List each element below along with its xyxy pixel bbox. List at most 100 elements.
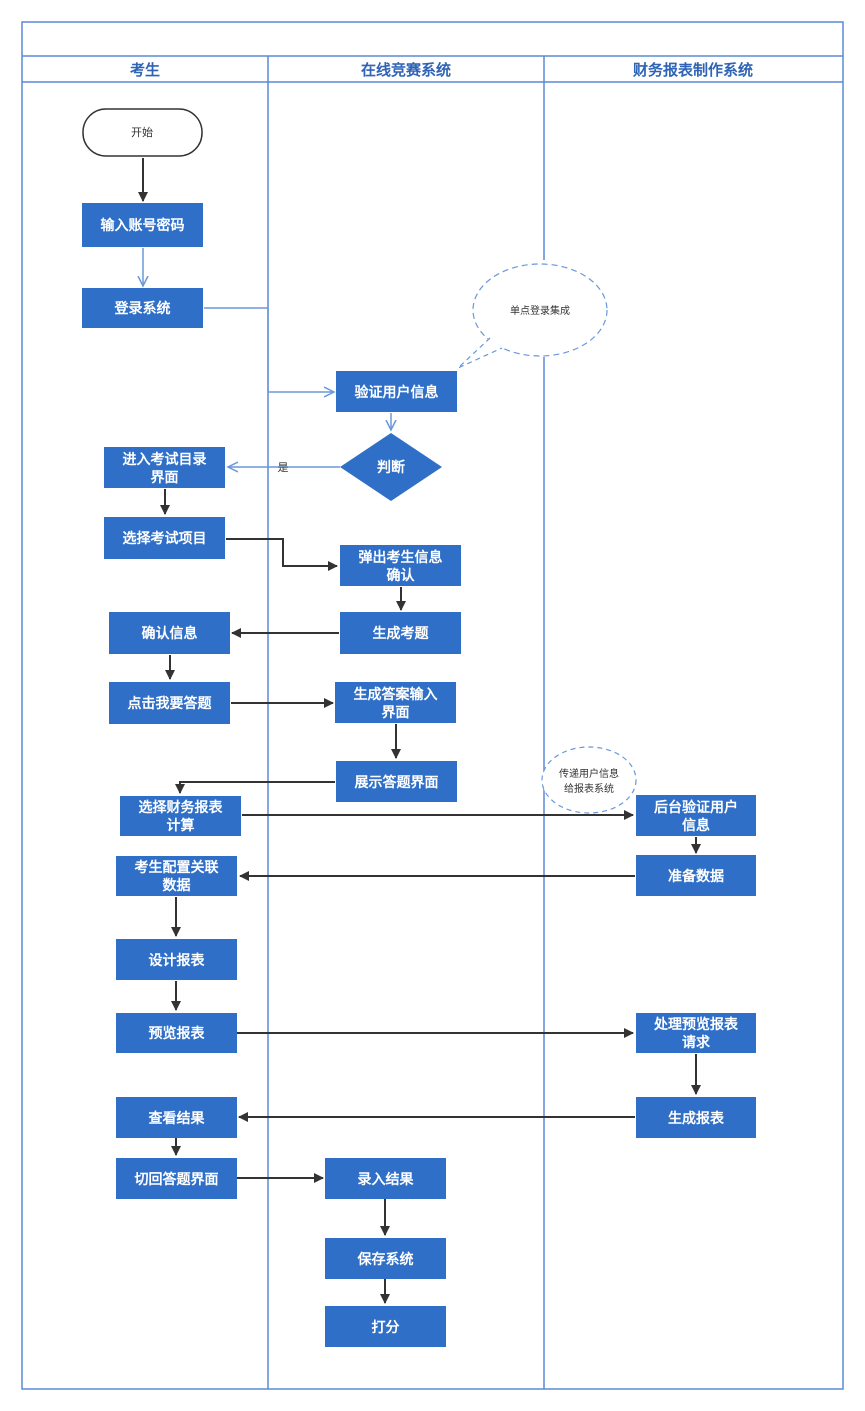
process-box (340, 612, 461, 654)
node-label: 点击我要答题 (128, 695, 213, 712)
node-label-line2: 请求 (682, 1034, 711, 1051)
node-label-line2: 信息 (682, 817, 710, 834)
node-decision: 判断 (340, 433, 442, 501)
node-label-line2: 界面 (151, 470, 179, 486)
node-popup-info: 弹出考生信息 确认 (340, 545, 461, 586)
edge-select-to-popup (226, 538, 338, 571)
process-box (116, 1013, 237, 1053)
node-label-line1: 生成答案输入 (354, 686, 438, 703)
process-box (104, 447, 225, 488)
process-box (116, 1097, 237, 1138)
lane-title-candidate: 考生 (130, 61, 160, 79)
node-label-line2: 计算 (167, 817, 195, 834)
lane-title-finance-system: 财务报表制作系统 (633, 61, 753, 79)
node-label-line2: 确认 (387, 567, 416, 584)
edge-label-yes: 是 (278, 461, 289, 474)
node-label-line1: 选择财务报表 (139, 799, 224, 816)
node-label-line2: 界面 (382, 705, 410, 721)
node-design-report: 设计报表 (116, 939, 237, 980)
process-box (116, 939, 237, 980)
node-label-line1: 考生配置关联 (135, 859, 220, 876)
process-box (116, 856, 237, 896)
node-label: 切回答题界面 (135, 1171, 219, 1188)
process-box (340, 545, 461, 586)
callout-sso-tail (457, 337, 503, 369)
node-label: 准备数据 (668, 868, 724, 885)
node-gen-answer-ui: 生成答案输入 界面 (335, 682, 456, 723)
node-save-system: 保存系统 (325, 1238, 446, 1279)
node-label-line1: 进入考试目录 (123, 451, 207, 468)
process-box (82, 203, 203, 247)
node-prepare-data: 准备数据 (636, 855, 756, 896)
node-enter-credentials: 输入账号密码 (82, 203, 203, 247)
start-terminator (82, 108, 203, 157)
lane-title-online-system: 在线竞赛系统 (361, 61, 451, 79)
edge-login-to-verify (204, 307, 334, 392)
process-box (104, 517, 225, 559)
node-label: 验证用户信息 (355, 384, 439, 401)
node-label: 预览报表 (149, 1025, 206, 1042)
callout-sso: 单点登录集成 (457, 263, 608, 369)
callout-pass-user-line2: 给报表系统 (564, 782, 614, 795)
callout-pass-user-bubble (541, 746, 637, 814)
process-box (325, 1158, 446, 1199)
node-label: 保存系统 (357, 1251, 414, 1268)
process-box (325, 1306, 446, 1347)
process-box (336, 761, 457, 802)
node-label: 生成考题 (373, 625, 430, 642)
node-label-line1: 弹出考生信息 (359, 549, 443, 566)
node-gen-questions: 生成考题 (340, 612, 461, 654)
node-handle-preview: 处理预览报表 请求 (636, 1013, 756, 1053)
node-label: 生成报表 (668, 1110, 725, 1127)
edge-show-to-select-finance (175, 781, 335, 794)
node-label: 输入账号密码 (101, 217, 185, 234)
node-label-line2: 数据 (163, 877, 191, 894)
node-click-answer: 点击我要答题 (109, 682, 230, 724)
node-label: 判断 (377, 459, 405, 476)
node-start: 开始 (82, 108, 203, 157)
process-box (109, 682, 230, 724)
node-verify-user: 验证用户信息 (336, 371, 457, 412)
decision-diamond (340, 433, 442, 501)
process-box (109, 612, 230, 654)
node-label: 展示答题界面 (355, 774, 439, 791)
process-box (336, 371, 457, 412)
diagram-frame (21, 21, 844, 1390)
node-input-result: 录入结果 (325, 1158, 446, 1199)
process-box (335, 682, 456, 723)
node-gen-report: 生成报表 (636, 1097, 756, 1138)
node-show-answer-ui: 展示答题界面 (336, 761, 457, 802)
node-label: 选择考试项目 (123, 530, 207, 547)
node-backend-verify: 后台验证用户 信息 (636, 795, 756, 836)
node-label: 录入结果 (358, 1171, 415, 1188)
node-view-result: 查看结果 (116, 1097, 237, 1138)
node-select-finance: 选择财务报表 计算 (120, 796, 241, 836)
process-box (636, 1097, 756, 1138)
process-box (325, 1238, 446, 1279)
node-back-to-answer: 切回答题界面 (116, 1158, 237, 1199)
node-preview-report: 预览报表 (116, 1013, 237, 1053)
process-box (116, 1158, 237, 1199)
node-label-line1: 处理预览报表 (653, 1016, 739, 1033)
process-box (636, 795, 756, 836)
node-label: 查看结果 (149, 1110, 206, 1127)
process-box (82, 288, 203, 328)
process-box (120, 796, 241, 836)
node-label-line1: 后台验证用户 (654, 799, 738, 816)
node-label: 登录系统 (114, 300, 171, 317)
node-label: 设计报表 (149, 952, 206, 969)
callout-pass-user: 传递用户信息 给报表系统 (541, 746, 637, 814)
process-box (636, 855, 756, 896)
node-configure-data: 考生配置关联 数据 (116, 856, 237, 896)
node-enter-catalog: 进入考试目录 界面 (104, 447, 225, 488)
callout-pass-user-line1: 传递用户信息 (559, 767, 619, 780)
callout-sso-bubble (472, 263, 608, 357)
callout-sso-text: 单点登录集成 (510, 304, 570, 317)
node-score: 打分 (325, 1306, 446, 1347)
node-label: 确认信息 (142, 625, 198, 642)
process-box (636, 1013, 756, 1053)
node-select-exam: 选择考试项目 (104, 517, 225, 559)
node-login: 登录系统 (82, 288, 203, 328)
start-label: 开始 (131, 125, 153, 139)
